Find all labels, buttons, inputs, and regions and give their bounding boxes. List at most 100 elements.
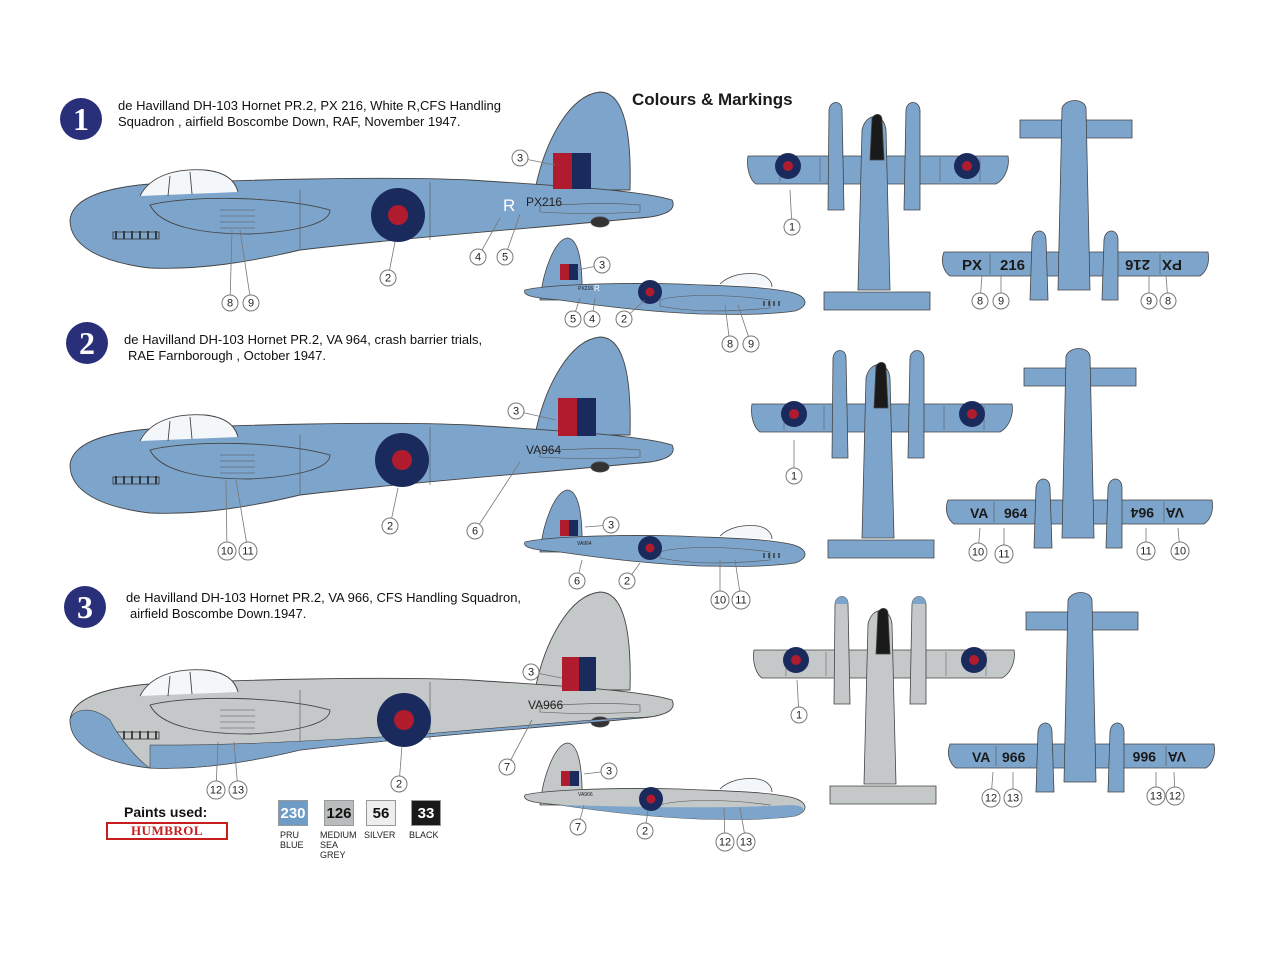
callout-9: 9 <box>1140 292 1158 310</box>
scheme-2-side-large: VA964 <box>69 336 674 515</box>
fin-flash-red <box>553 153 572 189</box>
underwing-left-number: 216 <box>1000 257 1025 274</box>
callout-leader <box>506 719 533 768</box>
scheme-1-caption-line1: de Havilland DH-103 Hornet PR.2, PX 216,… <box>118 98 501 113</box>
callout-11: 11 <box>994 544 1014 564</box>
callout-5: 5 <box>496 248 514 266</box>
callout-10: 10 <box>217 541 237 561</box>
svg-text:8: 8 <box>227 298 233 310</box>
svg-text:4: 4 <box>589 314 595 326</box>
svg-text:11: 11 <box>242 546 253 558</box>
scheme-2-caption: de Havilland DH-103 Hornet PR.2, VA 964,… <box>124 332 482 364</box>
svg-text:13: 13 <box>232 785 244 797</box>
paint-label-56: SILVER <box>364 830 396 840</box>
svg-text:10: 10 <box>1174 546 1186 558</box>
svg-text:7: 7 <box>575 822 581 834</box>
serial-small: VA966 <box>578 792 593 798</box>
callout-7: 7 <box>498 758 516 776</box>
svg-text:9: 9 <box>748 339 754 351</box>
svg-text:5: 5 <box>570 314 576 326</box>
callout-leader <box>225 479 228 552</box>
scheme-2-side-small: VA964 <box>523 489 806 567</box>
callout-13: 13 <box>736 832 756 852</box>
scheme-2-bottom-view: VA 964 964 VA <box>945 348 1214 549</box>
scheme-1-caption-line2: Squadron , airfield Boscombe Down, RAF, … <box>118 114 461 129</box>
underwing-left-letters: PX <box>962 257 982 274</box>
page-title: Colours & Markings <box>632 90 793 109</box>
humbrol-logo: HUMBROL <box>106 822 228 840</box>
svg-text:2: 2 <box>387 521 393 533</box>
svg-text:12: 12 <box>719 837 731 849</box>
scheme-2-top-view <box>750 350 1013 559</box>
svg-text:10: 10 <box>221 546 233 558</box>
callout-8: 8 <box>1159 292 1177 310</box>
underwing-right-number: 966 <box>1132 749 1156 765</box>
callout-3: 3 <box>593 256 611 274</box>
callout-3: 3 <box>602 516 620 534</box>
callout-4: 4 <box>583 310 601 328</box>
callout-2: 2 <box>381 517 399 535</box>
scheme-1-side-large: R PX216 <box>69 91 674 270</box>
callout-9: 9 <box>242 294 260 312</box>
svg-text:1: 1 <box>791 471 797 483</box>
callout-10: 10 <box>968 542 988 562</box>
scheme-2-caption-line2: RAE Farnborough , October 1947. <box>128 348 327 363</box>
scheme-1-caption: de Havilland DH-103 Hornet PR.2, PX 216,… <box>118 98 501 130</box>
callout-5: 5 <box>564 310 582 328</box>
svg-text:10: 10 <box>714 595 726 607</box>
callout-9: 9 <box>742 335 760 353</box>
paint-swatch-230: 230 <box>278 800 308 826</box>
callout-13: 13 <box>228 780 248 800</box>
callout-12: 12 <box>1165 786 1185 806</box>
scheme-3-bottom-view: VA 966 966 VA <box>947 592 1216 793</box>
callout-9: 9 <box>992 292 1010 310</box>
scheme-3-caption: de Havilland DH-103 Hornet PR.2, VA 966,… <box>126 590 521 622</box>
paint-swatch-126: 126 <box>324 800 354 826</box>
roundel-inner <box>388 205 408 225</box>
callout-12: 12 <box>206 780 226 800</box>
underwing-right-number: 216 <box>1125 256 1150 273</box>
callout-10: 10 <box>710 590 730 610</box>
svg-text:2: 2 <box>385 273 391 285</box>
callout-leader <box>239 229 252 304</box>
paint-label-33: BLACK <box>409 830 439 840</box>
callout-8: 8 <box>721 335 739 353</box>
svg-text:8: 8 <box>1165 296 1171 308</box>
callout-6: 6 <box>466 522 484 540</box>
svg-text:6: 6 <box>574 576 580 588</box>
underwing-left-letters: VA <box>970 505 988 521</box>
callout-8: 8 <box>221 294 239 312</box>
callout-2: 2 <box>379 269 397 287</box>
callout-13: 13 <box>1146 786 1166 806</box>
underwing-right-number: 964 <box>1130 505 1154 521</box>
paint-swatch-33: 33 <box>411 800 441 826</box>
scheme-2-badge: 2 <box>66 322 108 364</box>
callout-12: 12 <box>715 832 735 852</box>
svg-text:2: 2 <box>621 314 627 326</box>
svg-text:3: 3 <box>513 406 519 418</box>
svg-text:8: 8 <box>727 339 733 351</box>
callout-4: 4 <box>469 248 487 266</box>
serial-number: VA964 <box>526 443 561 457</box>
callout-2: 2 <box>390 775 408 793</box>
scheme-1-badge: 1 <box>60 98 102 140</box>
callout-10: 10 <box>1170 541 1190 561</box>
svg-text:5: 5 <box>502 252 508 264</box>
svg-text:3: 3 <box>599 260 605 272</box>
scheme-3-side-large: VA966 <box>69 591 674 770</box>
svg-text:11: 11 <box>735 595 746 607</box>
underwing-right-letters: PX <box>1162 256 1182 273</box>
callout-2: 2 <box>615 310 633 328</box>
svg-text:2: 2 <box>624 576 630 588</box>
serial-number: VA966 <box>528 698 563 712</box>
svg-text:1: 1 <box>789 222 795 234</box>
svg-text:3: 3 <box>608 520 614 532</box>
scheme-2-caption-line1: de Havilland DH-103 Hornet PR.2, VA 964,… <box>124 332 483 347</box>
callout-2: 2 <box>618 572 636 590</box>
svg-text:13: 13 <box>1150 791 1162 803</box>
svg-text:11: 11 <box>998 549 1009 561</box>
svg-text:9: 9 <box>248 298 254 310</box>
svg-text:12: 12 <box>210 785 222 797</box>
